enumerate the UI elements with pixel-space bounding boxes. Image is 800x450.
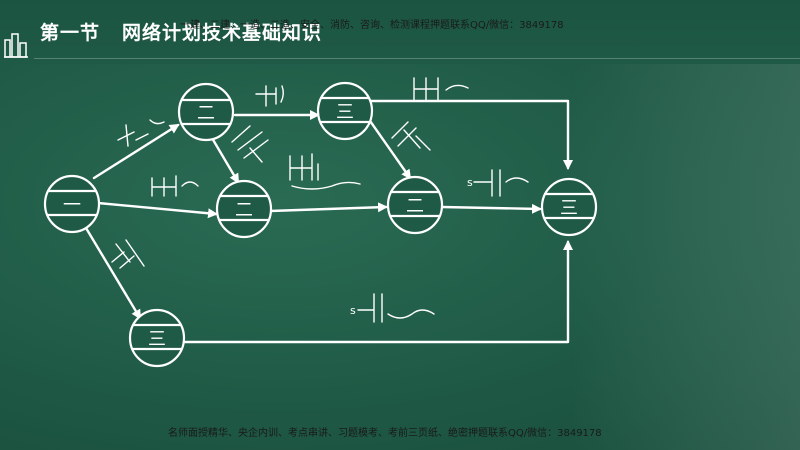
s-mark-bottom: s bbox=[350, 304, 356, 317]
node-2: 二 bbox=[177, 82, 235, 142]
s-mark-top: s bbox=[467, 176, 473, 189]
node-label: 二 bbox=[197, 103, 215, 124]
annotation-n1-n7 bbox=[111, 239, 145, 269]
node-3: 三 bbox=[316, 81, 374, 141]
annotation-n2-n5 bbox=[289, 153, 361, 190]
node-label: 三 bbox=[148, 329, 166, 350]
arrow-n4-n5 bbox=[268, 202, 388, 213]
arrow-n5-n6 bbox=[440, 203, 542, 214]
arrow-n1-n2 bbox=[92, 123, 180, 180]
annotation-n2-n3 bbox=[255, 85, 284, 107]
contact-banner-top: 一建、二建、一造、二造、安全、消防、咨询、检测课程押题联系QQ/微信：38491… bbox=[180, 20, 564, 31]
annotation-n1-n2 bbox=[117, 119, 165, 147]
annotation-n7-n6 bbox=[357, 293, 435, 323]
annotation-n3-n6 bbox=[413, 77, 469, 101]
section-title: 网络计划技术基础知识 bbox=[122, 22, 323, 44]
arrow-n1-n4 bbox=[96, 201, 218, 219]
annotation-n3-n5 bbox=[391, 121, 431, 151]
building-watermark bbox=[570, 60, 800, 450]
arrow-n3-n5 bbox=[366, 116, 412, 180]
node-label: 二 bbox=[235, 200, 253, 221]
node-label: 三 bbox=[560, 198, 578, 219]
node-label: 一 bbox=[63, 195, 81, 216]
node-6: 三 bbox=[540, 177, 598, 237]
annotation-n2-n4 bbox=[231, 125, 269, 163]
node-1: 一 bbox=[43, 174, 101, 234]
contact-banner-bottom: 名师面授精华、央企内训、考点串讲、习题模考、考前三页纸、绝密押题联系QQ/微信：… bbox=[168, 428, 602, 439]
building-logo-icon bbox=[4, 33, 28, 58]
node-7: 三 bbox=[128, 308, 186, 368]
arrow-n2-n4 bbox=[210, 136, 240, 184]
header-bar bbox=[0, 0, 800, 64]
arrow-n3-n6 bbox=[368, 99, 573, 170]
header-divider bbox=[34, 58, 800, 59]
node-5: 二 bbox=[386, 175, 444, 235]
page-title: 第一节网络计划技术基础知识 bbox=[40, 18, 322, 45]
section-label: 第一节 bbox=[40, 22, 101, 44]
arrow-n7-n6 bbox=[183, 240, 573, 344]
node-4: 二 bbox=[215, 179, 273, 239]
node-label: 二 bbox=[406, 196, 424, 217]
arrow-n1-n7 bbox=[84, 226, 142, 320]
annotation-n5-n6 bbox=[473, 169, 529, 197]
annotation-n1-n4 bbox=[151, 175, 199, 197]
node-label: 三 bbox=[336, 102, 354, 123]
